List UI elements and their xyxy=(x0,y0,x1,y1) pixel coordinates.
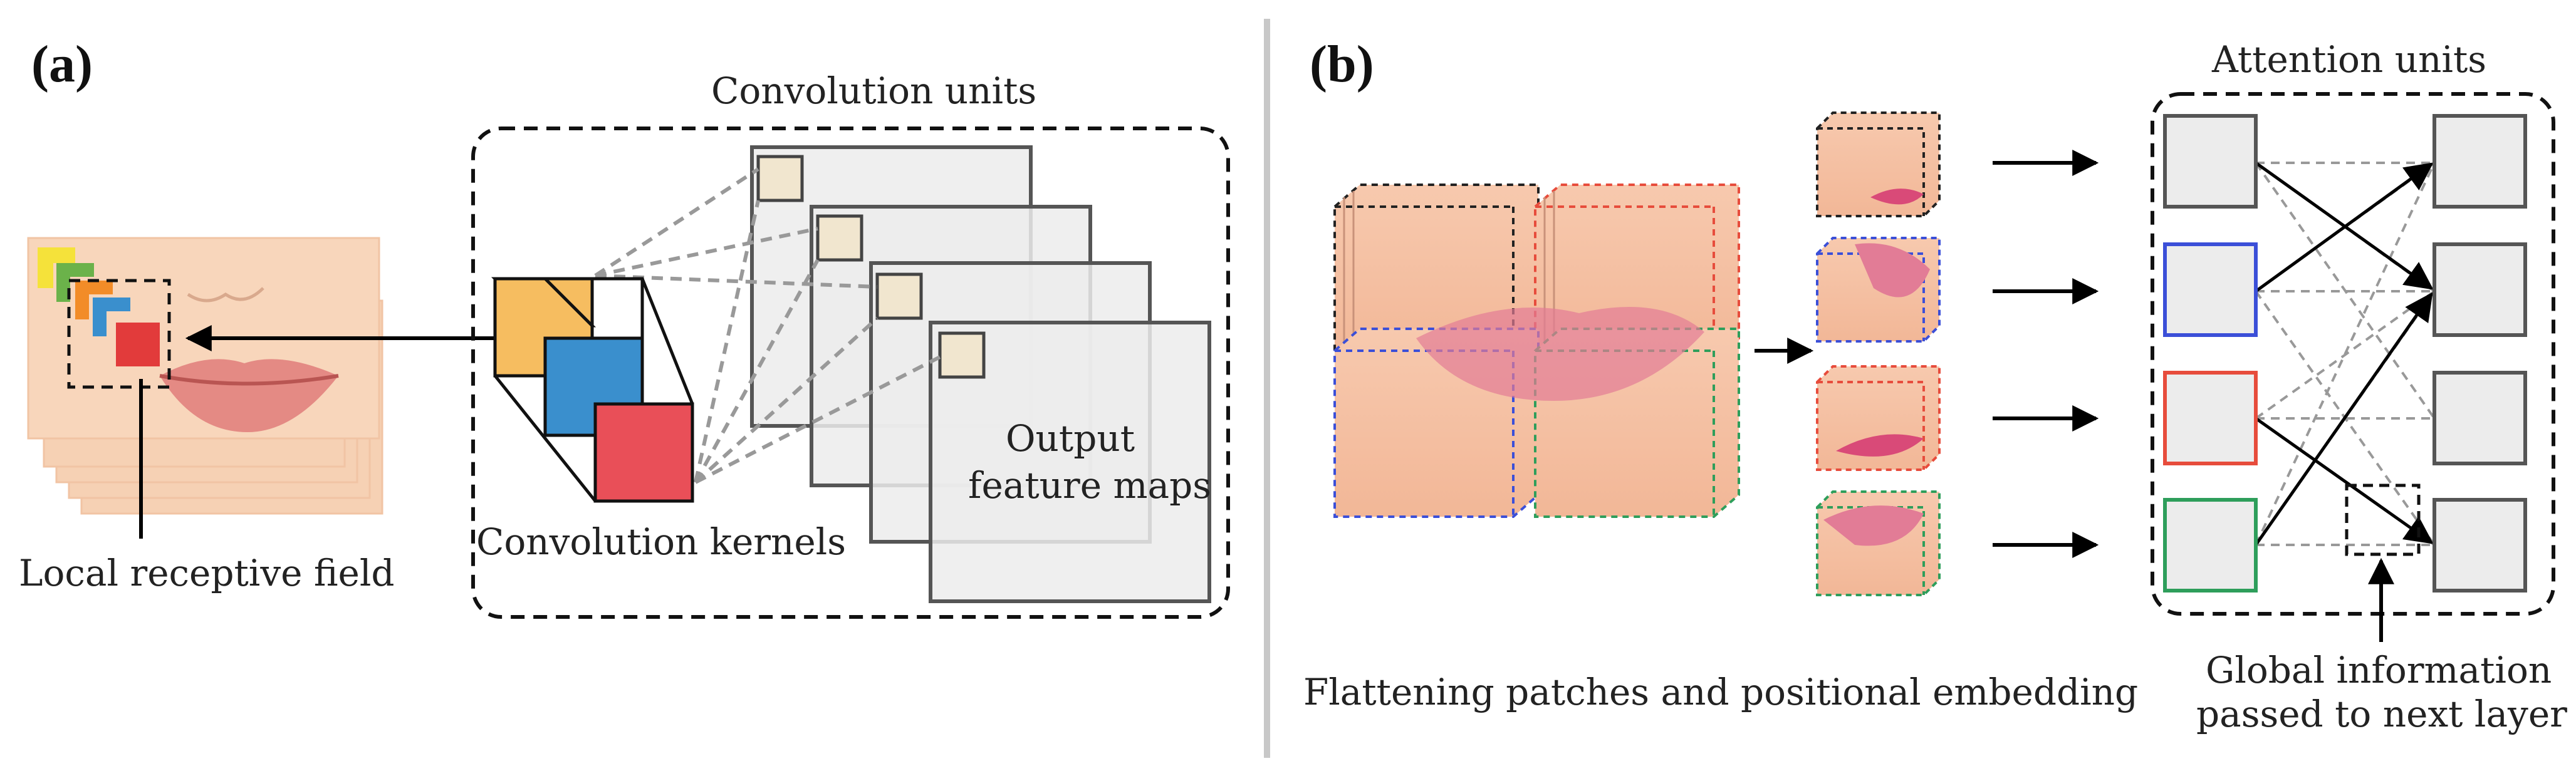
output-feature-maps-line2: feature maps xyxy=(968,464,1211,507)
image-patch-block xyxy=(1333,184,1740,518)
attention-unit-in-2 xyxy=(2163,242,2258,337)
receptive-field-squares xyxy=(38,247,160,366)
attention-unit-in-3 xyxy=(2163,371,2258,465)
output-feature-maps-line1: Output xyxy=(1006,417,1135,460)
convolution-units-frame xyxy=(471,127,1230,619)
local-receptive-field-box xyxy=(67,279,171,389)
attention-unit-out-3 xyxy=(2433,371,2527,465)
flat-patch-4 xyxy=(1816,490,1941,596)
attention-units-title: Attention units xyxy=(2211,38,2486,81)
global-info-line1: Global information xyxy=(2206,649,2552,691)
kernel-projection-lines xyxy=(594,167,941,484)
attention-unit-in-4 xyxy=(2163,498,2258,592)
patch-to-attention-arrows xyxy=(1993,150,2099,558)
convolution-units-title: Convolution units xyxy=(711,70,1036,112)
lips-image xyxy=(160,359,338,432)
flat-patch-3 xyxy=(1816,365,1941,471)
flat-patch-2 xyxy=(1816,237,1941,343)
attention-output-units xyxy=(2433,114,2527,592)
panel-b-tag: (b) xyxy=(1310,35,1374,93)
convolution-kernels-label: Convolution kernels xyxy=(476,520,846,563)
convolution-kernels xyxy=(491,277,694,503)
panel-a-tag: (a) xyxy=(31,35,93,93)
flattened-patches xyxy=(1816,111,1941,596)
attention-units-frame xyxy=(2151,92,2555,616)
kernel-cube-red xyxy=(593,402,694,503)
attention-unit-out-1 xyxy=(2433,114,2527,209)
attention-unit-in-1 xyxy=(2163,114,2258,209)
input-image-stack xyxy=(27,237,383,515)
flattening-label: Flattening patches and positional embedd… xyxy=(1303,671,2138,713)
attention-unit-out-2 xyxy=(2433,242,2527,337)
local-receptive-field-label: Local receptive field xyxy=(19,552,395,594)
attention-solid-connections xyxy=(2254,161,2434,546)
global-info-line2: passed to next layer xyxy=(2196,693,2567,735)
global-info-box xyxy=(2345,484,2421,556)
attention-input-units xyxy=(2163,114,2258,592)
flat-patch-1 xyxy=(1816,111,1941,217)
feature-maps xyxy=(750,145,1211,603)
attention-unit-out-4 xyxy=(2433,498,2527,592)
